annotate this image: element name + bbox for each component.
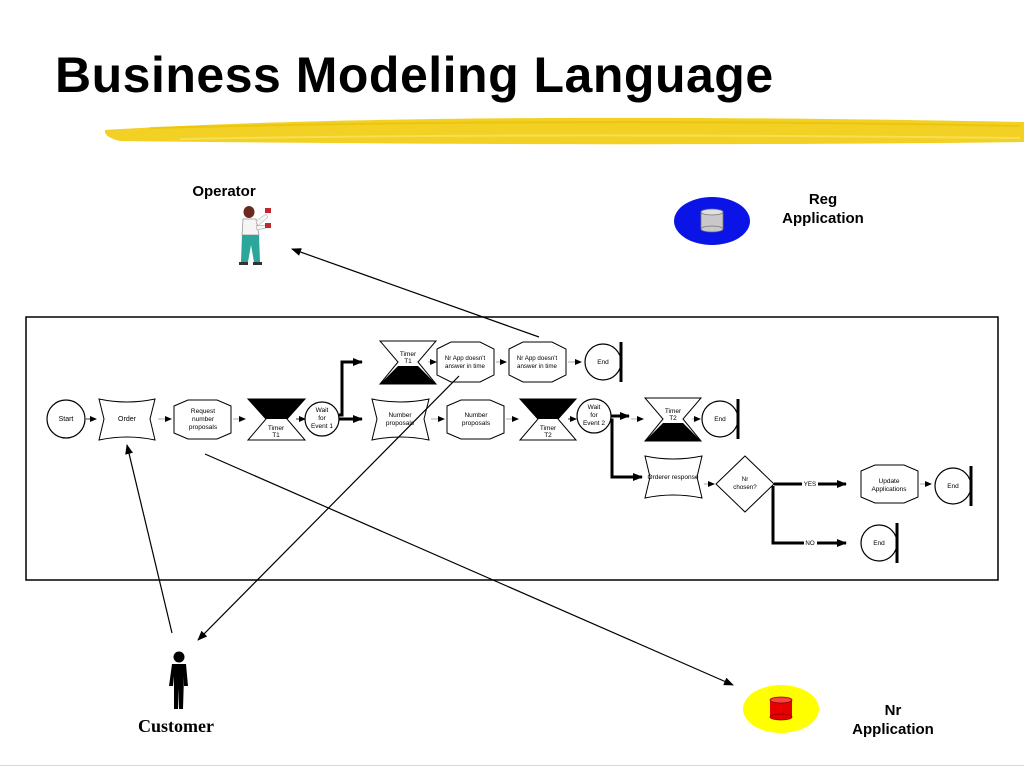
svg-text:Nr App doesn't: Nr App doesn't <box>517 355 558 362</box>
title-underline <box>104 117 1024 145</box>
end-node-1: End <box>584 342 623 382</box>
svg-text:Number: Number <box>388 412 412 419</box>
no-answer-node-1: Nr App doesn't answer in time <box>436 341 495 383</box>
svg-text:proposals: proposals <box>462 420 491 427</box>
slide-bottom-border <box>0 765 1024 766</box>
svg-text:Nr App doesn't: Nr App doesn't <box>445 355 486 362</box>
svg-text:End: End <box>597 359 609 366</box>
svg-text:Orderer response: Orderer response <box>648 474 699 481</box>
svg-text:T1: T1 <box>404 358 412 365</box>
timer-t1-node: Timer T1 <box>246 398 307 441</box>
svg-text:End: End <box>714 416 726 423</box>
svg-text:Timer: Timer <box>665 408 682 415</box>
svg-text:Start: Start <box>59 416 74 423</box>
svg-text:T2: T2 <box>544 432 552 439</box>
end-node-4: End <box>860 523 899 563</box>
svg-text:Timer: Timer <box>400 351 417 358</box>
customer-figure <box>169 651 188 709</box>
nr-application-icon <box>743 685 819 733</box>
svg-text:Order: Order <box>118 416 137 423</box>
svg-text:answer in time: answer in time <box>445 363 485 370</box>
nr-application-label-line1: Nr <box>884 702 902 719</box>
reg-application-label: Reg Application <box>768 190 878 228</box>
operator-label: Operator <box>192 183 256 200</box>
reg-application-label-line2: Application <box>782 210 864 227</box>
svg-text:chosen?: chosen? <box>733 484 757 491</box>
svg-text:NO: NO <box>805 540 814 547</box>
yes-label: YES <box>802 480 818 488</box>
svg-text:for: for <box>318 415 326 422</box>
wait-event2-node: Wait for Event 2 <box>576 398 612 434</box>
svg-text:YES: YES <box>804 481 816 488</box>
svg-text:T1: T1 <box>272 432 280 439</box>
arrow-to-nr-application <box>204 453 734 686</box>
svg-text:End: End <box>873 540 885 547</box>
svg-text:proposals: proposals <box>189 424 218 431</box>
svg-text:T2: T2 <box>669 415 677 422</box>
svg-text:proposals: proposals <box>386 420 415 427</box>
top-timer-t1-node: Timer T1 <box>378 340 438 385</box>
no-answer-node-2: Nr App doesn't answer in time <box>508 341 567 383</box>
page-title: Business Modeling Language <box>55 47 774 103</box>
request-number-proposals-node: Request number proposals <box>173 399 232 440</box>
svg-text:Timer: Timer <box>268 425 285 432</box>
update-applications-node: Update Applications <box>860 464 919 504</box>
timer-t2-node: Timer T2 <box>518 398 578 441</box>
svg-text:Applications: Applications <box>871 486 907 493</box>
svg-text:Wait: Wait <box>588 404 601 411</box>
svg-text:number: number <box>192 416 215 423</box>
svg-text:End: End <box>947 483 959 490</box>
svg-text:Event 1: Event 1 <box>311 423 333 430</box>
reg-application-label-line1: Reg <box>808 191 838 208</box>
reg-application-icon <box>674 197 750 245</box>
end-node-2: End <box>701 399 740 439</box>
end-node-3: End <box>934 466 973 506</box>
svg-text:Event 2: Event 2 <box>583 420 605 427</box>
arrow-to-operator <box>291 248 540 338</box>
svg-text:Request: Request <box>191 408 215 415</box>
nr-application-label: Nr Application <box>838 701 948 739</box>
order-node: Order <box>98 398 156 441</box>
nr-application-label-line2: Application <box>852 721 934 738</box>
no-label: NO <box>804 539 817 547</box>
number-proposals-node-1: Number proposals <box>371 398 430 441</box>
operator-figure <box>239 206 271 265</box>
svg-text:Number: Number <box>464 412 488 419</box>
right-timer-t2-node: Timer T2 <box>643 397 703 442</box>
nr-chosen-decision: Nr chosen? <box>715 455 775 513</box>
svg-text:Nr: Nr <box>742 476 749 483</box>
svg-text:Timer: Timer <box>540 425 557 432</box>
number-proposals-node-2: Number proposals <box>446 399 505 440</box>
start-node: Start <box>46 399 86 439</box>
wait-event1-node: Wait for Event 1 <box>304 401 340 437</box>
arrow-customer-to-order <box>125 444 173 634</box>
svg-text:for: for <box>590 412 598 419</box>
customer-label: Customer <box>138 716 214 736</box>
svg-text:answer in time: answer in time <box>517 363 557 370</box>
svg-text:Update: Update <box>879 478 900 485</box>
orderer-response-node: Orderer response <box>644 455 703 499</box>
svg-text:Wait: Wait <box>316 407 329 414</box>
